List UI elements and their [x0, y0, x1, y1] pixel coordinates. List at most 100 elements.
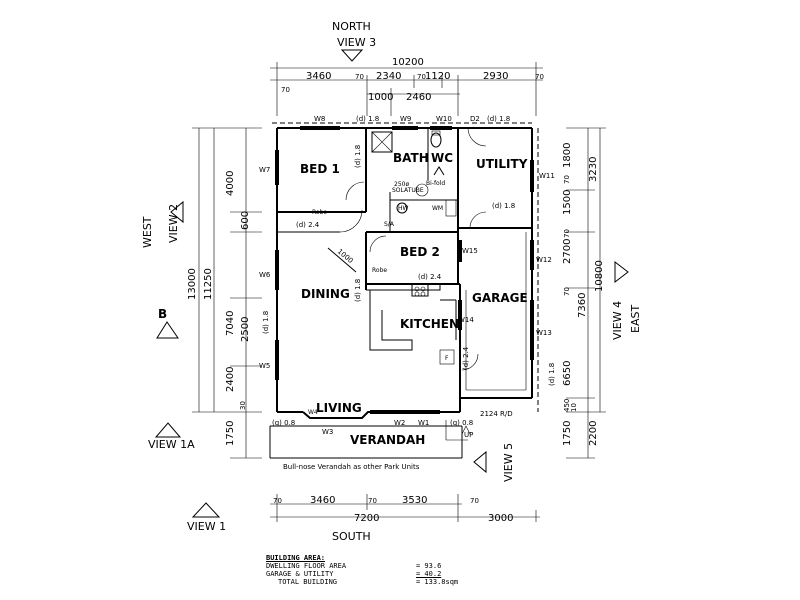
dim-right-3230: 3230 — [588, 157, 599, 182]
view1a-label: VIEW 1A — [148, 438, 195, 451]
dim-right-1800: 1800 — [562, 143, 573, 168]
win-w2: W2 — [394, 419, 405, 427]
label-d18-top2: (d) 1.8 — [487, 115, 510, 123]
win-w12: W12 — [536, 256, 552, 264]
section-b-label: B — [158, 307, 167, 321]
label-d18-bed2: (d) 1.8 — [354, 279, 362, 302]
top-dimensions — [270, 62, 543, 116]
win-w6: W6 — [259, 271, 271, 279]
dim-left-11250: 11250 — [203, 268, 214, 300]
section-b-marker — [156, 321, 179, 339]
label-g08-left: (g) 0.8 — [272, 419, 295, 427]
building-area-table: BUILDING AREA: DWELLING FLOOR AREA = 93.… — [266, 554, 526, 586]
dim-bottom-3000: 3000 — [488, 513, 513, 524]
dim-left-13000: 13000 — [187, 268, 198, 300]
win-w4: W4 — [308, 409, 318, 416]
label-d24-bed2: (d) 2.4 — [418, 273, 442, 281]
room-utility: UTILITY — [476, 157, 528, 171]
dim-top-1000: 1000 — [368, 92, 393, 103]
dim-top-70a: 70 — [355, 73, 364, 81]
room-bed2: BED 2 — [400, 245, 440, 259]
win-w11: W11 — [539, 172, 555, 180]
dim-top-3460: 3460 — [306, 71, 331, 82]
view4-label: VIEW 4 — [611, 301, 624, 340]
label-d24-robe: (d) 2.4 — [296, 221, 320, 229]
room-bed1: BED 1 — [300, 162, 340, 176]
dim-bottom-7200: 7200 — [354, 513, 379, 524]
left-dimensions — [192, 127, 262, 459]
west-label: WEST — [141, 216, 154, 248]
view2-marker — [170, 200, 184, 224]
dim-left-1750: 1750 — [225, 421, 236, 446]
view3-label: VIEW 3 — [337, 36, 376, 49]
dim-bottom-70a: 70 — [273, 497, 282, 505]
area-row: TOTAL BUILDING = 133.8sqm — [266, 578, 526, 586]
dim-top-70d: 70 — [281, 86, 290, 94]
label-f: F — [445, 355, 449, 362]
room-wc: WC — [431, 151, 453, 165]
room-kitchen: KITCHEN — [400, 317, 459, 331]
area-row-value: = 40.2 — [416, 570, 442, 578]
label-robe1: Robe — [312, 209, 327, 216]
room-living: LIVING — [316, 401, 362, 415]
dim-bottom-3460: 3460 — [310, 495, 335, 506]
dim-top-2930: 2930 — [483, 71, 508, 82]
view1a-marker — [154, 422, 182, 438]
area-row: GARAGE & UTILITY = 40.2 — [266, 570, 526, 578]
label-g08-right: (g) 0.8 — [450, 419, 473, 427]
verandah-outline — [269, 425, 463, 459]
bottom-dimensions — [270, 494, 540, 522]
dim-right-10: 10 — [570, 403, 578, 412]
window-marks — [275, 126, 534, 414]
dim-right-450: 450 — [563, 399, 571, 412]
label-d24-kitch: (d) 2.4 — [462, 346, 470, 370]
fixtures — [327, 127, 487, 441]
dim-right-2700: 2700 — [562, 239, 573, 264]
view1-label: VIEW 1 — [187, 520, 226, 533]
door-d2: D2 — [470, 115, 480, 123]
label-bifold: Bi-fold — [426, 180, 445, 187]
dim-top-70b: 70 — [417, 73, 426, 81]
area-row-label: GARAGE & UTILITY — [266, 570, 334, 578]
dim-right-2200: 2200 — [588, 421, 599, 446]
dim-right-70c: 70 — [563, 287, 571, 296]
building-area-title: BUILDING AREA: — [266, 554, 326, 562]
label-up: UP — [464, 431, 473, 439]
room-dining: DINING — [301, 287, 350, 301]
area-row-label: TOTAL BUILDING — [278, 578, 338, 586]
dim-right-70a: 70 — [563, 175, 571, 184]
win-w10: W10 — [436, 115, 452, 123]
dim-right-1500: 1500 — [562, 190, 573, 215]
win-w7: W7 — [259, 166, 270, 174]
win-w15: W15 — [462, 247, 478, 255]
label-wm: WM — [432, 205, 443, 212]
room-bath: BATH — [393, 151, 429, 165]
win-w1: W1 — [418, 419, 429, 427]
label-solatube1: 250ø — [394, 181, 409, 188]
east-label: EAST — [629, 305, 642, 333]
area-row: DWELLING FLOOR AREA = 93.6 — [266, 562, 526, 570]
win-w13: W13 — [536, 329, 552, 337]
label-d18-gar: (d) 1.8 — [548, 363, 556, 386]
verandah-note: Bull-nose Verandah as other Park Units — [283, 463, 420, 471]
label-solatube2: SOLATUBE — [392, 187, 424, 194]
area-row-value: = 93.6 — [416, 562, 442, 570]
south-label: SOUTH — [332, 530, 371, 543]
label-d18-util: (d) 1.8 — [492, 202, 515, 210]
label-d18-top1: (d) 1.8 — [356, 115, 379, 123]
dim-top-1120: 1120 — [425, 71, 450, 82]
dim-top-2460: 2460 — [406, 92, 431, 103]
dim-right-10800: 10800 — [594, 260, 605, 292]
label-rd: 2124 R/D — [480, 410, 513, 418]
north-label: NORTH — [332, 20, 371, 33]
view4-marker — [614, 260, 629, 284]
label-hw: HW — [398, 205, 409, 212]
dim-left-4000: 4000 — [225, 171, 236, 196]
view1-marker — [191, 502, 221, 518]
dim-left-2400: 2400 — [225, 367, 236, 392]
view5-label: VIEW 5 — [502, 443, 515, 482]
view5-marker — [473, 450, 487, 474]
dim-right-1750: 1750 — [562, 421, 573, 446]
dim-left-600: 600 — [240, 211, 251, 230]
